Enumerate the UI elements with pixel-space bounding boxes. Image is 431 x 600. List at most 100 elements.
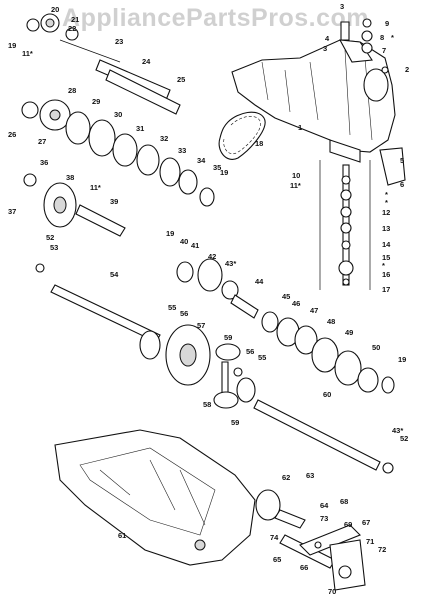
callout-5: 5 — [400, 156, 404, 165]
callout-42: 42 — [208, 252, 216, 261]
callout-26: 26 — [8, 130, 16, 139]
upper-housing — [231, 39, 396, 163]
callout-41: 41 — [191, 241, 199, 250]
drive-chain — [218, 111, 266, 160]
callout-8: 8 — [380, 33, 384, 42]
callout-6: 6 — [400, 180, 404, 189]
callout-44: 44 — [255, 277, 264, 286]
callout-35: 35 — [213, 163, 221, 172]
idler-gear-assembly — [23, 173, 126, 237]
callout-11-c: 11* — [90, 183, 101, 192]
callout-25: 25 — [177, 75, 185, 84]
callout-2: 2 — [405, 65, 409, 74]
star-d: * — [382, 261, 385, 270]
gear-stack-middle — [176, 258, 395, 394]
callout-71: 71 — [366, 537, 374, 546]
callout-12: 12 — [382, 208, 390, 217]
callout-64: 64 — [320, 501, 329, 510]
callout-59-b: 59 — [231, 418, 239, 427]
callout-23: 23 — [115, 37, 123, 46]
callout-53: 53 — [50, 243, 58, 252]
star-a: * — [391, 33, 394, 42]
callout-34: 34 — [197, 156, 206, 165]
callout-54: 54 — [110, 270, 119, 279]
callout-59: 59 — [224, 333, 232, 342]
callout-3: 3 — [323, 44, 327, 53]
callout-43-b: 43* — [392, 426, 403, 435]
top-hardware — [340, 18, 389, 74]
callout-37: 37 — [8, 207, 16, 216]
callout-16: 16 — [382, 270, 390, 279]
callout-7: 7 — [382, 46, 386, 55]
star-b: * — [385, 190, 388, 199]
shift-shaft-stack — [319, 147, 406, 290]
callout-4: 4 — [325, 34, 330, 43]
callout-39: 39 — [110, 197, 118, 206]
callout-72: 72 — [378, 545, 386, 554]
callout-60: 60 — [323, 390, 331, 399]
callout-55: 55 — [168, 303, 176, 312]
callout-61: 61 — [118, 531, 126, 540]
callout-67: 67 — [362, 518, 370, 527]
lower-housing — [54, 429, 256, 566]
callout-69: 69 — [344, 520, 352, 529]
callout-56: 56 — [180, 309, 188, 318]
callout-56-b: 56 — [246, 347, 254, 356]
callout-57: 57 — [197, 321, 205, 330]
callout-10: 10 — [292, 171, 300, 180]
long-shaft — [35, 263, 161, 343]
callout-55-b: 55 — [258, 353, 266, 362]
callout-19: 19 — [8, 41, 16, 50]
callout-28: 28 — [68, 86, 76, 95]
callout-68: 68 — [340, 497, 348, 506]
callout-19-c: 19 — [166, 229, 174, 238]
callout-52: 52 — [46, 233, 54, 242]
callout-73: 73 — [320, 514, 328, 523]
callout-63: 63 — [306, 471, 314, 480]
brake-and-linkage — [255, 489, 366, 591]
callout-30: 30 — [114, 110, 122, 119]
axle-shaft — [253, 399, 394, 474]
callout-65: 65 — [273, 555, 281, 564]
callout-24: 24 — [142, 57, 151, 66]
callout-21: 21 — [71, 15, 79, 24]
star-c: * — [385, 198, 388, 207]
callout-46: 46 — [292, 299, 300, 308]
callout-50: 50 — [372, 343, 380, 352]
callout-48: 48 — [327, 317, 335, 326]
upper-shaft-assembly — [26, 13, 181, 115]
callout-17: 17 — [382, 285, 390, 294]
callout-33: 33 — [178, 146, 186, 155]
callout-32: 32 — [160, 134, 168, 143]
gear-stack-upper — [21, 99, 215, 207]
callout-11-b: 11* — [290, 181, 301, 190]
callout-13: 13 — [382, 224, 390, 233]
callout-11-a: 11* — [22, 49, 33, 58]
callout-27: 27 — [38, 137, 46, 146]
callout-31: 31 — [136, 124, 144, 133]
callout-43: 43* — [225, 259, 236, 268]
callout-36: 36 — [40, 158, 48, 167]
callout-14: 14 — [382, 240, 391, 249]
callout-62: 62 — [282, 473, 290, 482]
callout-70: 70 — [328, 587, 336, 596]
callout-74: 74 — [270, 533, 279, 542]
callout-labels: 20 21 22 19 11* 23 24 25 28 29 26 27 30 … — [8, 2, 409, 596]
callout-29: 29 — [92, 97, 100, 106]
callout-19-d: 19 — [398, 355, 406, 364]
callout-20: 20 — [51, 5, 59, 14]
callout-40: 40 — [180, 237, 188, 246]
callout-47: 47 — [310, 306, 318, 315]
differential-gears — [139, 324, 256, 409]
callout-66: 66 — [300, 563, 308, 572]
callout-22: 22 — [68, 24, 76, 33]
callout-45: 45 — [282, 292, 290, 301]
callout-52-b: 52 — [400, 434, 408, 443]
callout-1: 1 — [298, 123, 302, 132]
callout-9: 9 — [385, 19, 389, 28]
callout-15: 15 — [382, 253, 390, 262]
callout-19-b: 19 — [220, 168, 228, 177]
callout-58: 58 — [203, 400, 211, 409]
callout-38: 38 — [66, 173, 74, 182]
